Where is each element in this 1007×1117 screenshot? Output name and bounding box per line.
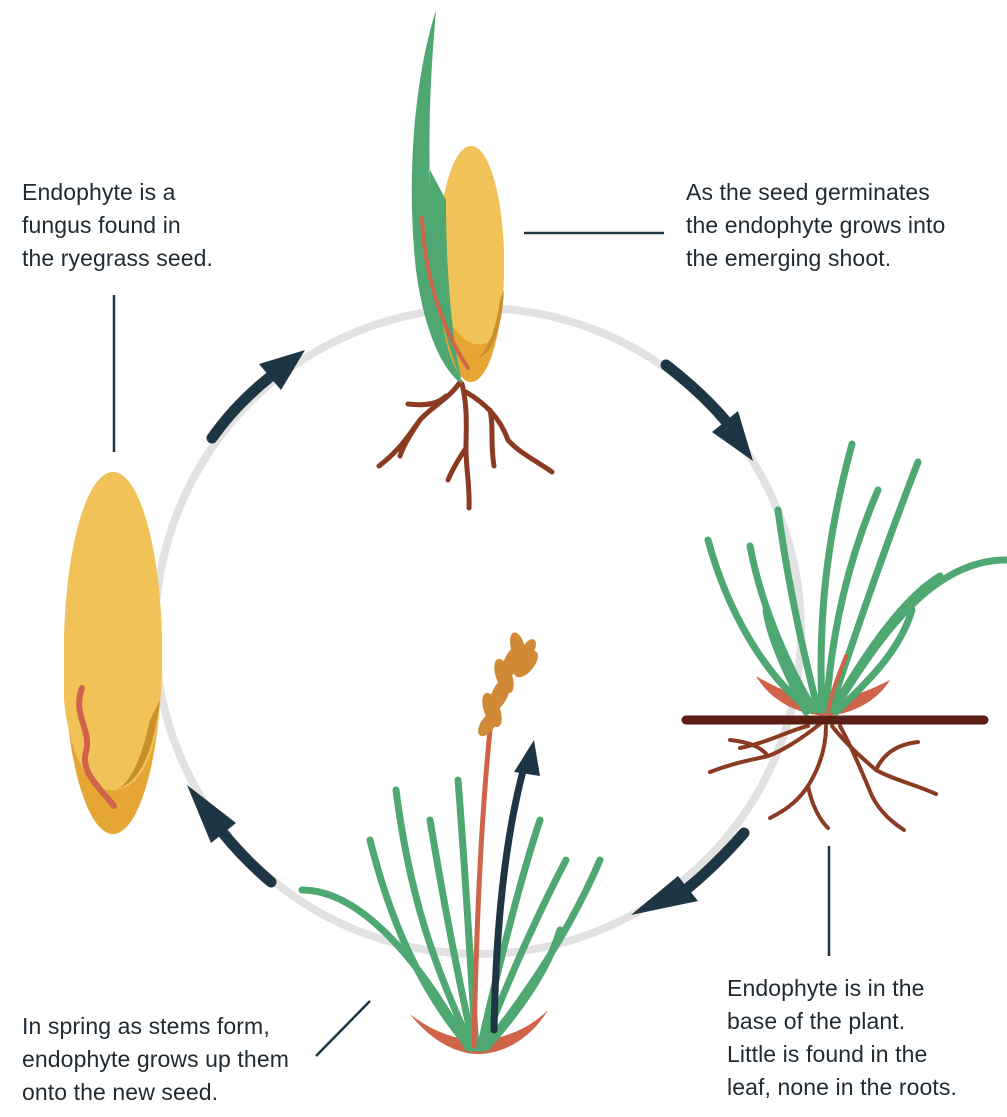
cycle-arrow-spring-to-seed (187, 785, 271, 882)
caption-line: base of the plant. (727, 1005, 957, 1038)
caption-line: leaf, none in the roots. (727, 1071, 957, 1104)
caption-line: the emerging shoot. (686, 242, 945, 275)
leader-line-spring (316, 1001, 370, 1056)
caption-line: fungus found in (22, 209, 213, 242)
up-arrow-icon (514, 740, 540, 776)
caption-line: endophyte grows up them (22, 1043, 289, 1076)
caption-line: In spring as stems form, (22, 1010, 289, 1043)
caption-spring: In spring as stems form, endophyte grows… (22, 1010, 289, 1109)
caption-line: Little is found in the (727, 1038, 957, 1071)
caption-plant-base: Endophyte is in the base of the plant. L… (727, 972, 957, 1104)
caption-line: Endophyte is in the (727, 972, 957, 1005)
caption-line: Endophyte is a (22, 176, 213, 209)
caption-germination: As the seed germinates the endophyte gro… (686, 176, 945, 275)
caption-line: onto the new seed. (22, 1076, 289, 1109)
ryegrass-seed-illustration (64, 472, 162, 834)
caption-line: the endophyte grows into (686, 209, 945, 242)
germinating-seed-illustration (379, 10, 552, 508)
flowering-plant-illustration (302, 631, 600, 1054)
caption-seed: Endophyte is a fungus found in the ryegr… (22, 176, 213, 275)
cycle-arrow-germination-to-plant (666, 365, 753, 461)
established-plant-illustration (686, 444, 1006, 830)
caption-line: As the seed germinates (686, 176, 945, 209)
caption-line: the ryegrass seed. (22, 242, 213, 275)
